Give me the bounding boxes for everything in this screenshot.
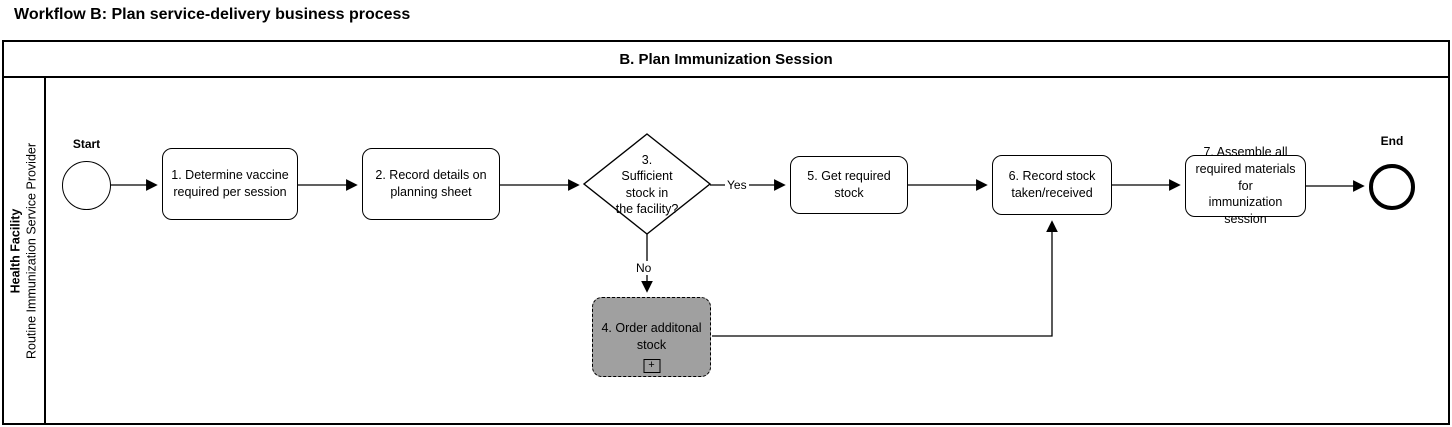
gateway-no-label: No	[634, 261, 654, 275]
gateway-diamond-shape	[582, 133, 712, 235]
end-event-label: End	[1380, 134, 1404, 148]
page-title: Workflow B: Plan service-delivery busine…	[14, 6, 411, 23]
lane-subtitle: Routine Immunization Service Provider	[24, 142, 38, 359]
task-7-assemble-materials: 7. Assemble all required materials for i…	[1185, 145, 1306, 226]
pool-header: B. Plan Immunization Session	[4, 42, 1448, 78]
pool-title: B. Plan Immunization Session	[619, 50, 833, 68]
start-event-label: Start	[72, 137, 101, 151]
bpmn-pool: B. Plan Immunization Session Health Faci…	[2, 40, 1450, 425]
start-event	[62, 161, 111, 210]
task-4-order-additional-stock: 4. Order additonal stock +	[592, 297, 711, 377]
task-5-get-required-stock: 5. Get required stock	[790, 156, 908, 214]
lane-label-strip: Health Facility Routine Immunization Ser…	[4, 78, 46, 423]
gateway-label: 3. Sufficient stock in the facility?	[615, 153, 679, 216]
task-6-record-stock: 6. Record stock taken/received	[992, 155, 1112, 215]
end-event	[1369, 164, 1415, 210]
task-2-record-details: 2. Record details on planning sheet	[362, 148, 500, 220]
subprocess-plus-icon: +	[643, 359, 660, 373]
lane-labels: Health Facility Routine Immunization Ser…	[8, 142, 39, 358]
lane-title: Health Facility	[8, 208, 23, 293]
flow-task4-to-task6	[712, 220, 1058, 337]
gateway-yes-label: Yes	[725, 178, 749, 192]
task-4-label: 4. Order additonal stock	[601, 321, 702, 352]
task-1-determine-vaccine: 1. Determine vaccine required per sessio…	[162, 148, 298, 220]
